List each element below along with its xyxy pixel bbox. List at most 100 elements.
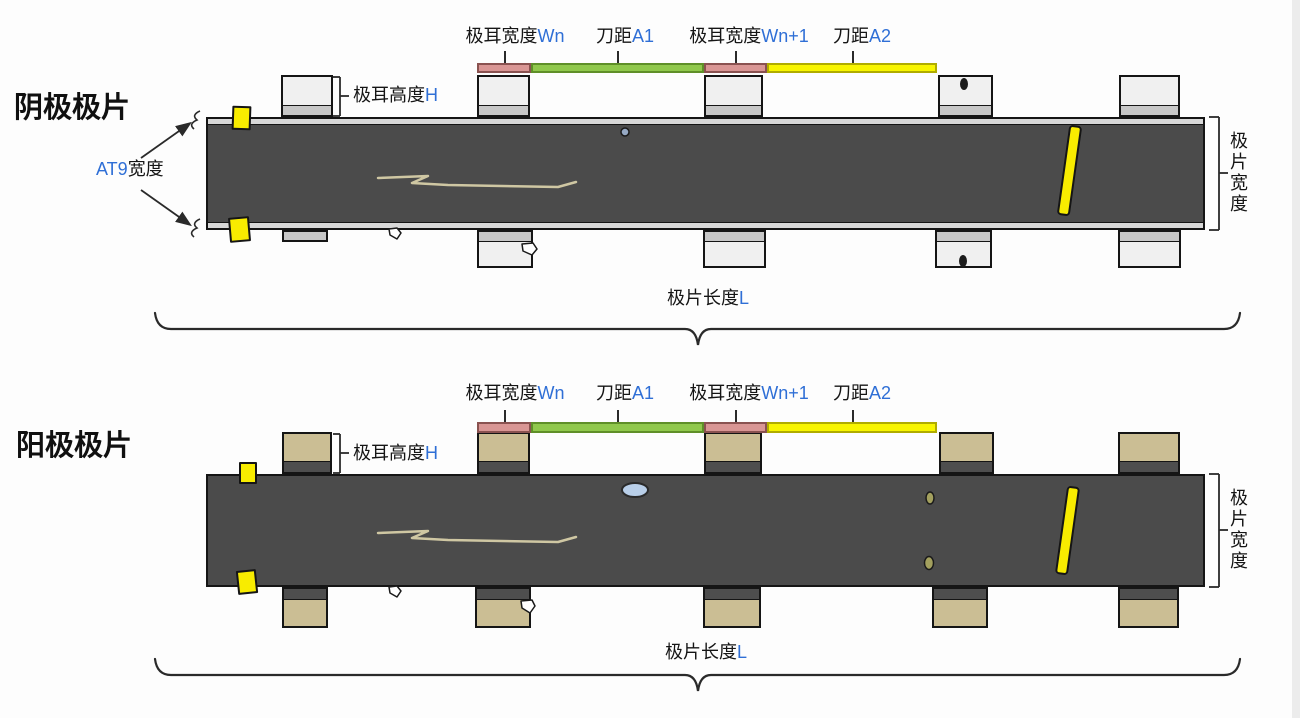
- top-tab-3: [704, 432, 762, 474]
- label-tick-3: [735, 410, 737, 422]
- top-tab-1: [281, 75, 333, 117]
- top-tab-3: [704, 75, 763, 117]
- dim-label-strip-length: 极片长度L: [665, 642, 747, 663]
- bottom-tab-stub-1: [282, 230, 328, 242]
- dim-label-knife-a1: 刀距A1: [596, 383, 654, 404]
- dim-label-knife-a2: 刀距A2: [833, 383, 891, 404]
- label-var: Wn: [537, 383, 565, 403]
- dim-label-tab-height: 极耳高度H: [353, 443, 438, 464]
- measure-bar-pink-3: [704, 63, 767, 73]
- label-tick-2: [617, 51, 619, 63]
- dim-label-tab-width-n1: 极耳宽度Wn+1: [689, 383, 809, 404]
- measure-bar-pink-3: [704, 422, 767, 433]
- label-text: 极耳宽度: [689, 383, 762, 403]
- vertical-char: 片: [1230, 509, 1248, 529]
- label-var: A2: [868, 383, 892, 403]
- label-text: 极耳高度: [353, 85, 425, 105]
- tab-base-band: [706, 105, 761, 115]
- tab-base-band: [940, 105, 991, 115]
- label-var: L: [738, 288, 750, 308]
- label-var: H: [425, 443, 438, 463]
- dim-label-tab-height: 极耳高度H: [353, 85, 438, 106]
- label-text: 极耳高度: [353, 443, 425, 463]
- tab-base-band: [705, 589, 759, 600]
- screen-right-edge: [1292, 0, 1300, 718]
- label-text: 刀距: [595, 383, 632, 403]
- tab-base-band: [1120, 232, 1179, 242]
- bottom-tab-5: [1118, 230, 1181, 268]
- foil-edge-band-bottom: [208, 222, 1203, 228]
- label-var: Wn+1: [761, 26, 809, 46]
- top-tab-5: [1119, 75, 1180, 117]
- tab-base-band: [941, 461, 992, 472]
- tab-base-band: [934, 589, 986, 600]
- dim-label-tab-width-n: 极耳宽度Wn: [466, 26, 565, 47]
- label-text: 刀距: [832, 26, 869, 46]
- label-var: A1: [631, 383, 655, 403]
- bottom-tab-1: [282, 587, 328, 628]
- vertical-char: 度: [1230, 194, 1248, 214]
- top-tab-2: [477, 75, 530, 117]
- tab-base-band: [284, 589, 326, 600]
- defect-edge-notch: [388, 585, 402, 598]
- bottom-tab-3: [703, 587, 761, 628]
- dim-label-tab-width-n: 极耳宽度Wn: [466, 383, 565, 404]
- vertical-char: 宽: [1230, 530, 1248, 550]
- tab-base-band: [479, 461, 528, 472]
- tab-base-band: [1120, 461, 1178, 472]
- label-var: L: [736, 642, 748, 662]
- measure-bar-pink-1: [477, 63, 531, 73]
- measure-bar-pink-1: [477, 422, 531, 433]
- tab-base-band: [706, 461, 760, 472]
- tab-base-band: [479, 232, 531, 242]
- label-tick-4: [852, 410, 854, 422]
- dim-label-strip-width: 极片宽度: [1226, 131, 1252, 215]
- dim-label-tab-width-n1: 极耳宽度Wn+1: [689, 26, 809, 47]
- edge-marker-bottom: [235, 569, 259, 595]
- dim-label-knife-a2: 刀距A2: [833, 26, 891, 47]
- label-text: 刀距: [832, 383, 869, 403]
- measure-bar-green-2: [531, 63, 704, 73]
- tab-base-band: [1121, 105, 1178, 115]
- vertical-char: 度: [1230, 551, 1248, 571]
- bottom-tab-3: [703, 230, 766, 268]
- label-tick-3: [735, 51, 737, 63]
- edge-marker-top: [239, 462, 257, 484]
- label-text: 极片长度: [664, 642, 737, 662]
- top-tab-4: [939, 432, 994, 474]
- label-tick-1: [504, 410, 506, 422]
- measure-bar-yellow-4: [767, 422, 937, 433]
- tab-base-band: [284, 461, 330, 472]
- label-text: 极耳宽度: [465, 383, 538, 403]
- tab-base-band: [937, 232, 990, 242]
- label-var: H: [425, 85, 438, 105]
- dim-label-strip-length: 极片长度L: [667, 288, 749, 309]
- foil-edge-band-top: [208, 119, 1203, 125]
- edge-marker-top: [231, 105, 252, 131]
- tab-base-band: [477, 589, 529, 600]
- tab-base-band: [479, 105, 528, 115]
- measure-bar-green-2: [531, 422, 704, 433]
- cathode-title: 阴极极片: [14, 92, 131, 125]
- vertical-char: 宽: [1230, 173, 1248, 193]
- measure-bar-yellow-4: [767, 63, 937, 73]
- label-tick-1: [504, 51, 506, 63]
- anode-title: 阳极极片: [16, 430, 133, 463]
- vertical-char: 极: [1230, 131, 1248, 151]
- edge-marker-bottom: [227, 216, 252, 243]
- label-var: A1: [631, 26, 655, 46]
- vertical-char: 片: [1230, 152, 1248, 172]
- length-brace: [153, 657, 1242, 692]
- label-text: 刀距: [595, 26, 632, 46]
- top-tab-2: [477, 432, 530, 474]
- label-text: 极耳宽度: [689, 26, 762, 46]
- label-tick-4: [852, 51, 854, 63]
- label-text: 极片长度: [666, 288, 739, 308]
- electrode-strip: [206, 474, 1205, 587]
- bottom-tab-5: [1118, 587, 1179, 628]
- tab-base-band: [283, 105, 331, 115]
